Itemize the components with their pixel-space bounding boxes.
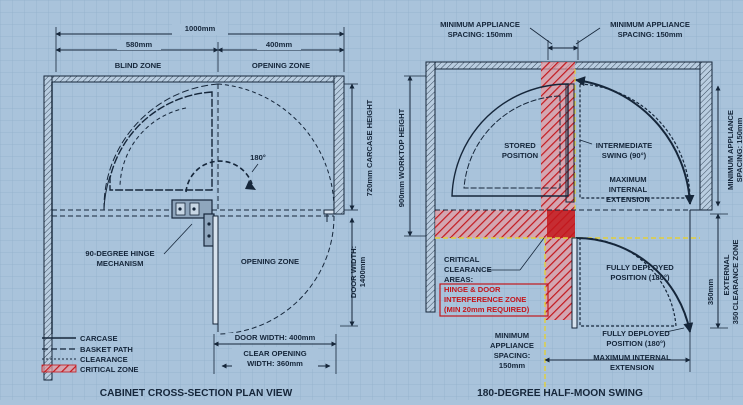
interference-line1: HINGE & DOOR bbox=[444, 285, 501, 294]
rotation-arc bbox=[185, 160, 253, 193]
carcase-height-label: 720mm CARCASE HEIGHT bbox=[365, 99, 374, 196]
min-spacing-right-line1: MINIMUM APPLIANCE bbox=[610, 20, 690, 29]
legend-basket-path: BASKET PATH bbox=[80, 345, 133, 354]
max-bottom-line1: MAXIMUM INTERNAL bbox=[593, 353, 671, 362]
min-spacing-right-line2: SPACING: 150mm bbox=[618, 30, 683, 39]
deployed-line1: FULLY DEPLOYED bbox=[606, 263, 674, 272]
critical-line1: CRITICAL bbox=[444, 255, 480, 264]
door-width-side-line1: DOOR WIDTH: bbox=[349, 246, 358, 298]
external-line3: CLEARANCE ZONE bbox=[731, 240, 740, 311]
max-extension-line3: EXTENSION bbox=[606, 195, 650, 204]
external-line2: EXTERNAL bbox=[722, 254, 731, 295]
min-bottom-line2: APPLIANCE bbox=[490, 341, 534, 350]
max-swing-arc bbox=[575, 76, 695, 205]
external-line4: 350 bbox=[731, 312, 740, 325]
basket-path-outer bbox=[103, 83, 219, 211]
max-extension-line2: INTERNAL bbox=[609, 185, 648, 194]
interference-line2: INTERFERENCE ZONE bbox=[444, 295, 526, 304]
min-bottom-line4: 150mm bbox=[499, 361, 525, 370]
deployed-lower-line2: POSITION (180°) bbox=[606, 339, 666, 348]
half-moon-basket bbox=[109, 91, 213, 191]
opening-width-label: 400mm bbox=[266, 40, 292, 49]
deployed-swing-arc bbox=[219, 215, 335, 335]
door-width-side-line2: 1400mm bbox=[358, 257, 367, 288]
external-line1: 350mm bbox=[706, 279, 715, 305]
stored-position-line2: POSITION bbox=[502, 151, 538, 160]
cabinet-door bbox=[212, 215, 219, 325]
critical-line3: AREAS: bbox=[444, 275, 473, 284]
blind-zone-label: BLIND ZONE bbox=[115, 61, 161, 70]
critical-zone-vertical bbox=[541, 62, 575, 212]
max-extension-line1: MAXIMUM bbox=[609, 175, 646, 184]
right-edge-line1: MINIMUM APPLIANCE bbox=[726, 110, 735, 190]
rotation-angle-label: 180° bbox=[250, 153, 266, 162]
clear-opening-line1: CLEAR OPENING bbox=[243, 349, 306, 358]
opening-zone-label: OPENING ZONE bbox=[241, 257, 299, 266]
legend-critical-zone: CRITICAL ZONE bbox=[80, 365, 139, 374]
door-width-label: DOOR WIDTH: 400mm bbox=[235, 333, 316, 342]
clear-opening-line2: WIDTH: 360mm bbox=[247, 359, 303, 368]
min-spacing-left-line1: MINIMUM APPLIANCE bbox=[440, 20, 520, 29]
opening-zone-top-label: OPENING ZONE bbox=[252, 61, 310, 70]
critical-zone-lower bbox=[545, 238, 575, 320]
overall-width-label: 1000mm bbox=[185, 24, 216, 33]
min-spacing-left-line2: SPACING: 150mm bbox=[448, 30, 513, 39]
intermediate-line2: SWING (90°) bbox=[602, 151, 647, 160]
left-panel-title: CABINET CROSS-SECTION PLAN VIEW bbox=[100, 388, 293, 399]
min-bottom-line1: MINIMUM bbox=[495, 331, 529, 340]
min-bottom-line3: SPACING: bbox=[494, 351, 531, 360]
deployed-lower-line1: FULLY DEPLOYED bbox=[602, 329, 670, 338]
blind-width-label: 580mm bbox=[126, 40, 152, 49]
critical-line2: CLEARANCE bbox=[444, 265, 492, 274]
intermediate-line1: INTERMEDIATE bbox=[596, 141, 652, 150]
legend-carcase: CARCASE bbox=[80, 334, 118, 343]
interference-line3: (MIN 20mm REQUIRED) bbox=[444, 305, 530, 314]
right-edge-line2: SPACING: 150mm bbox=[735, 117, 743, 182]
interference-callout bbox=[439, 283, 549, 317]
stored-basket bbox=[451, 83, 569, 197]
hinge-mechanism bbox=[171, 199, 215, 247]
hinge-label-line2: MECHANISM bbox=[97, 259, 144, 268]
max-bottom-line2: EXTENSION bbox=[610, 363, 654, 372]
left-panel: 1000mm 580mm 400mm BLIND ZONE OPENING ZO… bbox=[41, 24, 374, 399]
legend: CARCASE BASKET PATH CLEARANCE CRITICAL Z… bbox=[41, 334, 139, 374]
right-panel-title: 180-DEGREE HALF-MOON SWING bbox=[477, 388, 643, 399]
deployed-line2: POSITION (180°) bbox=[610, 273, 670, 282]
swing-door bbox=[571, 237, 578, 329]
worktop-height-label: 900mm WORKTOP HEIGHT bbox=[397, 108, 406, 207]
stored-position-line1: STORED bbox=[504, 141, 536, 150]
right-panel: MINIMUM APPLIANCE SPACING: 150mm MINIMUM… bbox=[397, 20, 743, 399]
legend-clearance: CLEARANCE bbox=[80, 355, 128, 364]
hinge-label-line1: 90-DEGREE HINGE bbox=[85, 249, 154, 258]
